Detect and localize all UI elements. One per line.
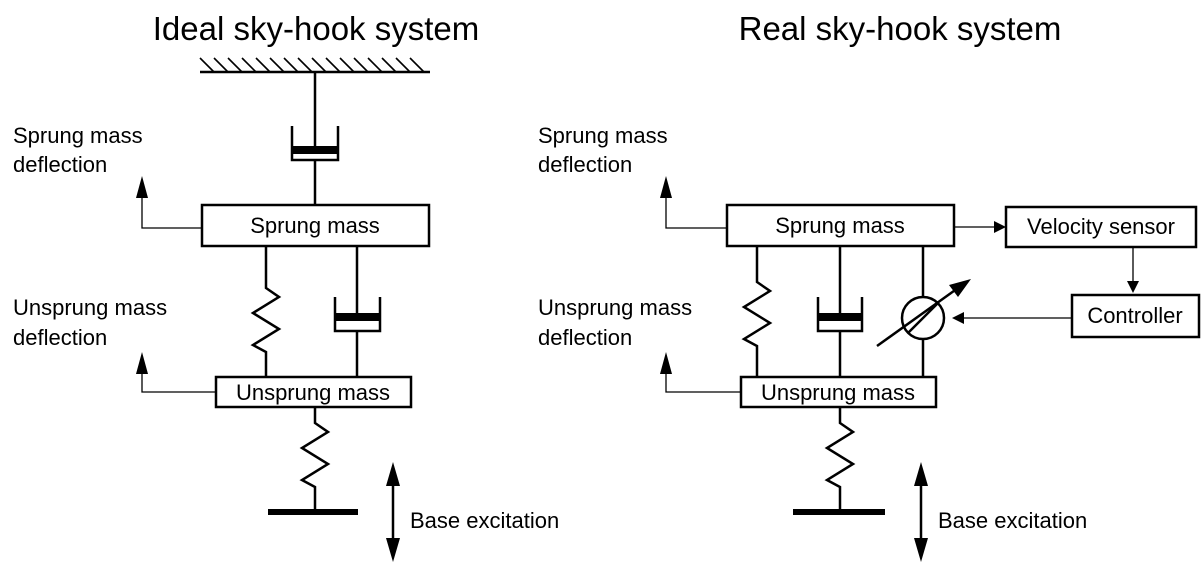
ideal-sprung-mass-label: Sprung mass	[250, 213, 380, 238]
real-variable-damper	[876, 246, 971, 377]
velocity-sensor-box	[1004, 205, 1198, 249]
real-system: Real sky-hook system Sprung mass Sprung …	[538, 10, 1201, 562]
ideal-sprung-deflection-label-2: deflection	[13, 152, 107, 177]
real-base-excitation-label: Base excitation	[938, 508, 1087, 533]
real-sprung-mass-label: Sprung mass	[775, 213, 905, 238]
real-suspension-spring	[741, 246, 773, 377]
sprung-to-sensor-arrow	[954, 221, 1006, 233]
real-unsprung-deflection-label-1: Unsprung mass	[538, 295, 692, 320]
ideal-unsprung-deflection-arrow	[136, 352, 216, 393]
ideal-passive-damper	[333, 246, 382, 377]
controller-box	[1070, 293, 1201, 339]
ideal-base-excitation-arrow	[386, 462, 400, 562]
ideal-ground-hatch	[199, 57, 430, 74]
real-sprung-mass-box	[725, 203, 956, 248]
real-title: Real sky-hook system	[739, 10, 1062, 47]
velocity-sensor-label: Velocity sensor	[1027, 214, 1175, 239]
real-sprung-deflection-arrow	[660, 176, 727, 229]
sensor-to-controller-arrow	[1127, 247, 1139, 293]
ideal-sprung-deflection-arrow	[136, 176, 202, 229]
ideal-sprung-mass-box	[200, 203, 431, 248]
real-unsprung-mass-label: Unsprung mass	[761, 380, 915, 405]
real-sprung-deflection-label-2: deflection	[538, 152, 632, 177]
real-passive-damper	[816, 246, 864, 377]
real-sprung-deflection-label-1: Sprung mass	[538, 123, 668, 148]
real-base-excitation-arrow	[914, 462, 928, 562]
real-unsprung-deflection-arrow	[660, 352, 741, 393]
ideal-sprung-deflection-label-1: Sprung mass	[13, 123, 143, 148]
ideal-unsprung-mass-label: Unsprung mass	[236, 380, 390, 405]
controller-to-damper-arrow	[952, 312, 1072, 324]
ideal-system: Ideal sky-hook system Sprung mas	[13, 10, 559, 562]
controller-label: Controller	[1087, 303, 1182, 328]
real-tire-spring	[824, 407, 856, 512]
ideal-tire-spring	[299, 407, 331, 512]
ideal-base-excitation-label: Base excitation	[410, 508, 559, 533]
ideal-suspension-spring	[250, 246, 282, 377]
ideal-skyhook-damper	[290, 72, 340, 205]
ideal-unsprung-deflection-label-1: Unsprung mass	[13, 295, 167, 320]
ideal-title: Ideal sky-hook system	[153, 10, 479, 47]
ideal-unsprung-deflection-label-2: deflection	[13, 325, 107, 350]
real-unsprung-deflection-label-2: deflection	[538, 325, 632, 350]
